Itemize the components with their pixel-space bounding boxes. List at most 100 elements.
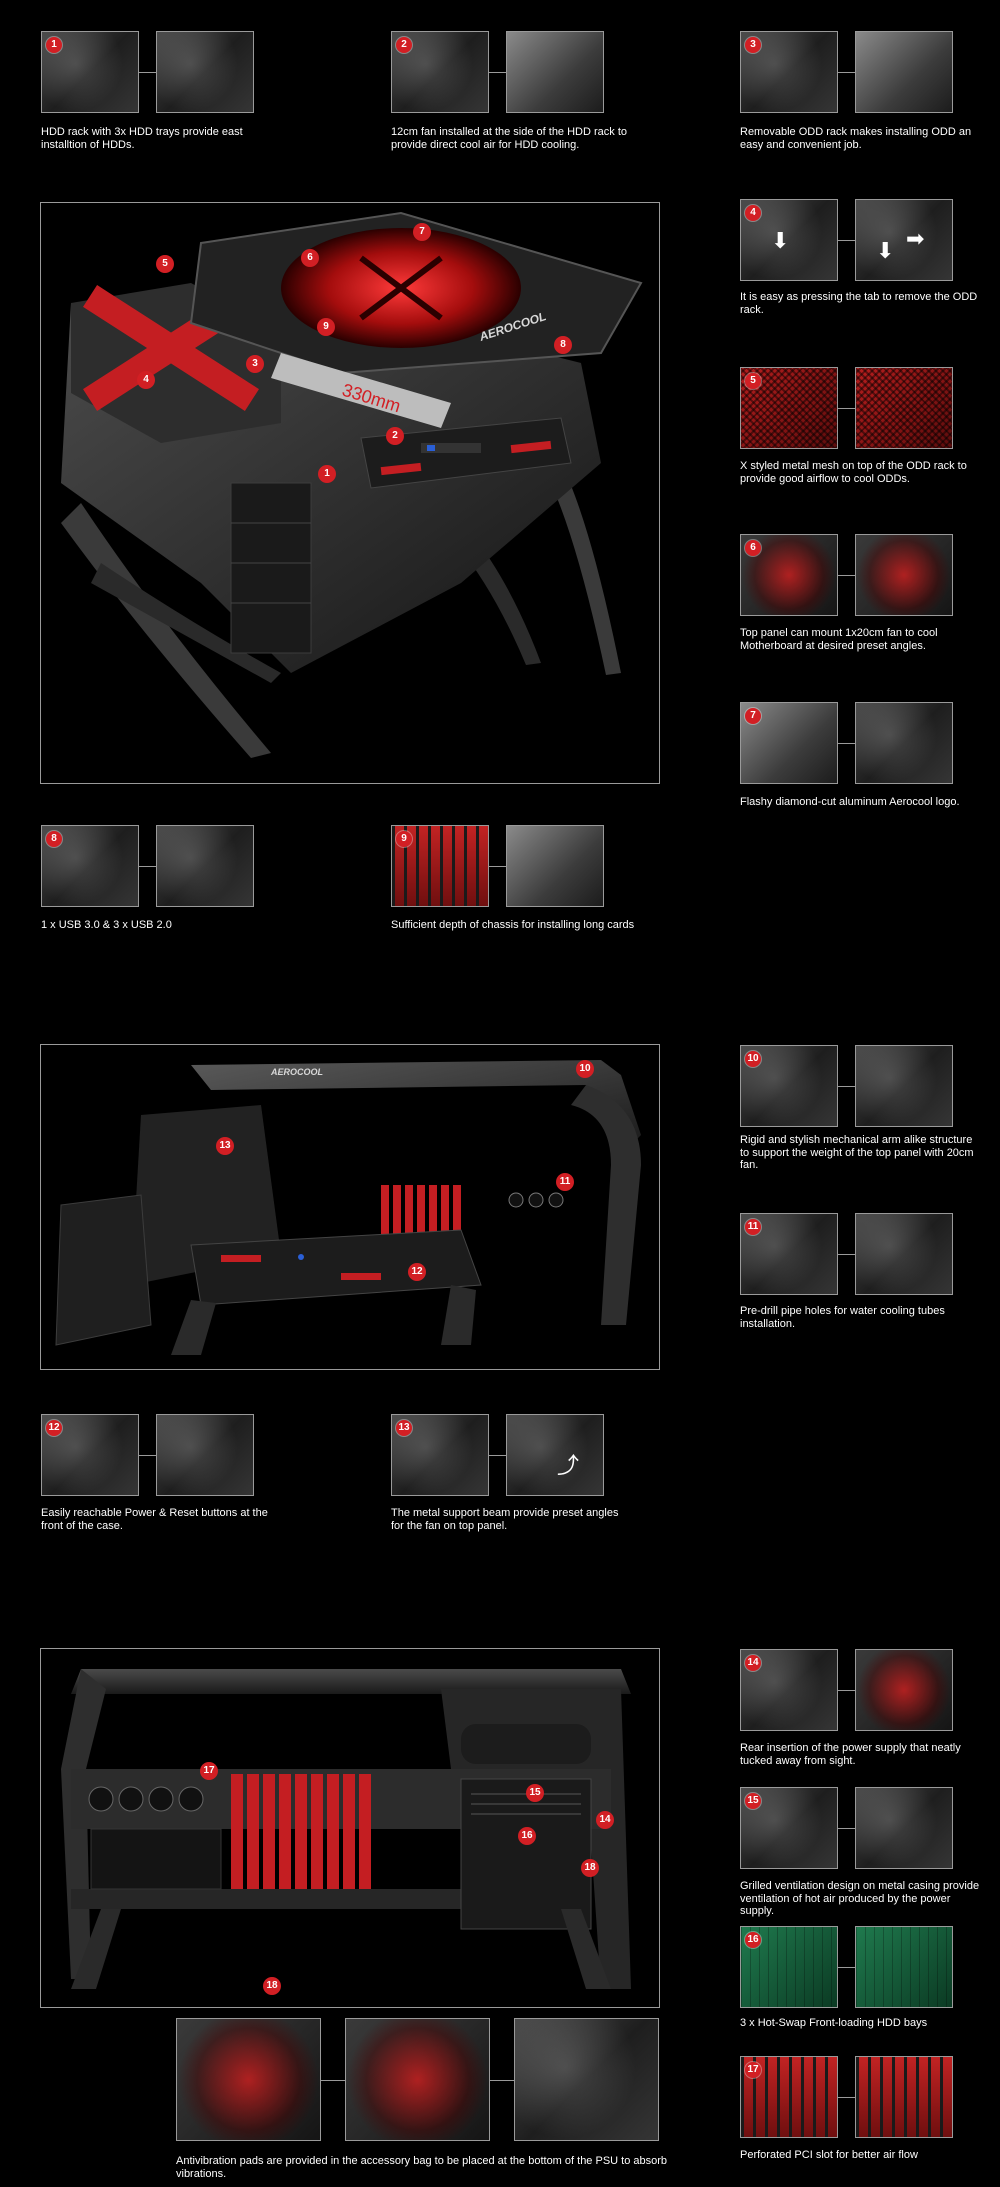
callout-badge: 16	[518, 1827, 536, 1845]
connector-line	[838, 2097, 855, 2098]
feature-badge: 11	[745, 1219, 761, 1235]
aerocool-logo-photo: 7	[740, 702, 838, 784]
feature-badge: 12	[46, 1420, 62, 1436]
connector-line	[838, 575, 855, 576]
feature-badge: 9	[396, 831, 412, 847]
connector-line	[838, 240, 855, 241]
support-beam-photo: 13	[391, 1414, 489, 1496]
connector-line	[838, 408, 855, 409]
callout-badge: 10	[576, 1060, 594, 1078]
feature-badge: 1	[46, 37, 62, 53]
feature-caption-14: Rear insertion of the power supply that …	[740, 1742, 961, 1767]
callout-badge: 13	[216, 1137, 234, 1155]
callout-badge: 14	[596, 1811, 614, 1829]
hdd-tray-photo	[156, 31, 254, 113]
connector-line	[139, 866, 156, 867]
feature-caption-1: HDD rack with 3x HDD trays provide east …	[41, 126, 243, 151]
callout-badge: 18	[581, 1859, 599, 1877]
callout-badge: 5	[156, 255, 174, 273]
feature-badge: 15	[745, 1793, 761, 1809]
callout-badge: 2	[386, 427, 404, 445]
feature-badge: 7	[745, 708, 761, 724]
feature-caption-16: 3 x Hot-Swap Front-loading HDD bays	[740, 2017, 928, 2029]
feature-caption-2: 12cm fan installed at the side of the HD…	[391, 126, 628, 151]
feature-badge: 13	[396, 1420, 412, 1436]
feature-badge: 8	[46, 831, 62, 847]
connector-line	[838, 1967, 855, 1968]
mechanical-arm-closeup-photo	[855, 1045, 953, 1127]
hdd-rack-photo: 1	[41, 31, 139, 113]
arrow-down-icon: ⬇	[876, 238, 895, 263]
pci-slot-closeup-photo	[855, 2056, 953, 2138]
connector-line	[321, 2080, 345, 2081]
usb-ports-photo	[156, 825, 254, 907]
top-panel-fan-photo	[855, 534, 953, 616]
feature-badge: 6	[745, 540, 761, 556]
feature-badge: 14	[745, 1655, 761, 1671]
feature-caption-5: X styled metal mesh on top of the ODD ra…	[740, 460, 967, 485]
hdd-bay-photo: 16	[740, 1926, 838, 2008]
case-rear-view-illustration	[61, 1669, 631, 1989]
feature-badge: 2	[396, 37, 412, 53]
long-card-photo: 9	[391, 825, 489, 907]
case-front-view-illustration: AEROCOOL 330mm	[61, 211, 643, 758]
pipe-holes-photo: 11	[740, 1213, 838, 1295]
hdd-board-photo	[855, 1926, 953, 2008]
arrow-down-icon: ⬇	[771, 228, 790, 253]
red-fan-photo: 6	[740, 534, 838, 616]
odd-rack-photo: 3	[740, 31, 838, 113]
feature-caption-3: Removable ODD rack makes installing ODD …	[740, 126, 972, 151]
x-mesh-photo: 5	[740, 367, 838, 449]
psu-insert-photo	[855, 1649, 953, 1731]
connector-line	[490, 2080, 514, 2081]
callout-badge: 6	[301, 249, 319, 267]
power-buttons-photo: 12	[41, 1414, 139, 1496]
callout-badge: 1	[318, 465, 336, 483]
feature-badge: 10	[745, 1051, 761, 1067]
mechanical-arm-photo: 10	[740, 1045, 838, 1127]
callout-badge: 4	[137, 371, 155, 389]
callout-badge: 7	[413, 223, 431, 241]
connector-line	[139, 72, 156, 73]
callout-badge: 9	[317, 318, 335, 336]
callout-badge: 17	[200, 1762, 218, 1780]
support-beam-closeup-photo: ⤴	[506, 1414, 604, 1496]
connector-line	[838, 1086, 855, 1087]
connector-line	[489, 72, 506, 73]
feature-caption-8: 1 x USB 3.0 & 3 x USB 2.0	[41, 919, 172, 931]
arrow-right-icon: ➡	[906, 226, 925, 251]
feature-caption-7: Flashy diamond-cut aluminum Aerocool log…	[740, 796, 960, 808]
chassis-depth-photo	[506, 825, 604, 907]
feature-badge: 4	[745, 205, 761, 221]
connector-line	[838, 72, 855, 73]
pad-accessory-photo	[514, 2018, 659, 2141]
hdd-fan-closeup-photo	[506, 31, 604, 113]
odd-tab-photo: 4⬇	[740, 199, 838, 281]
feature-badge: 17	[745, 2062, 761, 2078]
feature-caption-12: Easily reachable Power & Reset buttons a…	[41, 1507, 268, 1532]
case-rear-view-frame: 17 15 14 16 18 18	[40, 1648, 660, 2008]
feature-caption-17: Perforated PCI slot for better air flow	[740, 2149, 918, 2161]
psu-rear-photo: 14	[740, 1649, 838, 1731]
front-io-photo: 8	[41, 825, 139, 907]
hdd-fan-photo: 2	[391, 31, 489, 113]
case-side-view-illustration: AEROCOOL	[55, 1060, 641, 1355]
psu-pad-photo	[176, 2018, 321, 2141]
antivibration-pad-photo	[345, 2018, 490, 2141]
feature-caption-6: Top panel can mount 1x20cm fan to cool M…	[740, 627, 938, 652]
x-mesh-closeup-photo	[855, 367, 953, 449]
feature-badge: 3	[745, 37, 761, 53]
connector-line	[838, 1690, 855, 1691]
callout-badge: 8	[554, 336, 572, 354]
feature-caption-4: It is easy as pressing the tab to remove…	[740, 291, 978, 316]
reset-button-photo	[156, 1414, 254, 1496]
odd-drive-photo	[855, 31, 953, 113]
connector-line	[838, 743, 855, 744]
feature-caption-18: Antivibration pads are provided in the a…	[176, 2155, 668, 2180]
connector-line	[838, 1254, 855, 1255]
curved-arrow-icon: ⤴	[557, 1453, 580, 1478]
callout-badge: 18	[263, 1977, 281, 1995]
feature-caption-13: The metal support beam provide preset an…	[391, 1507, 619, 1532]
feature-caption-11: Pre-drill pipe holes for water cooling t…	[740, 1305, 945, 1330]
callout-badge: 12	[408, 1263, 426, 1281]
